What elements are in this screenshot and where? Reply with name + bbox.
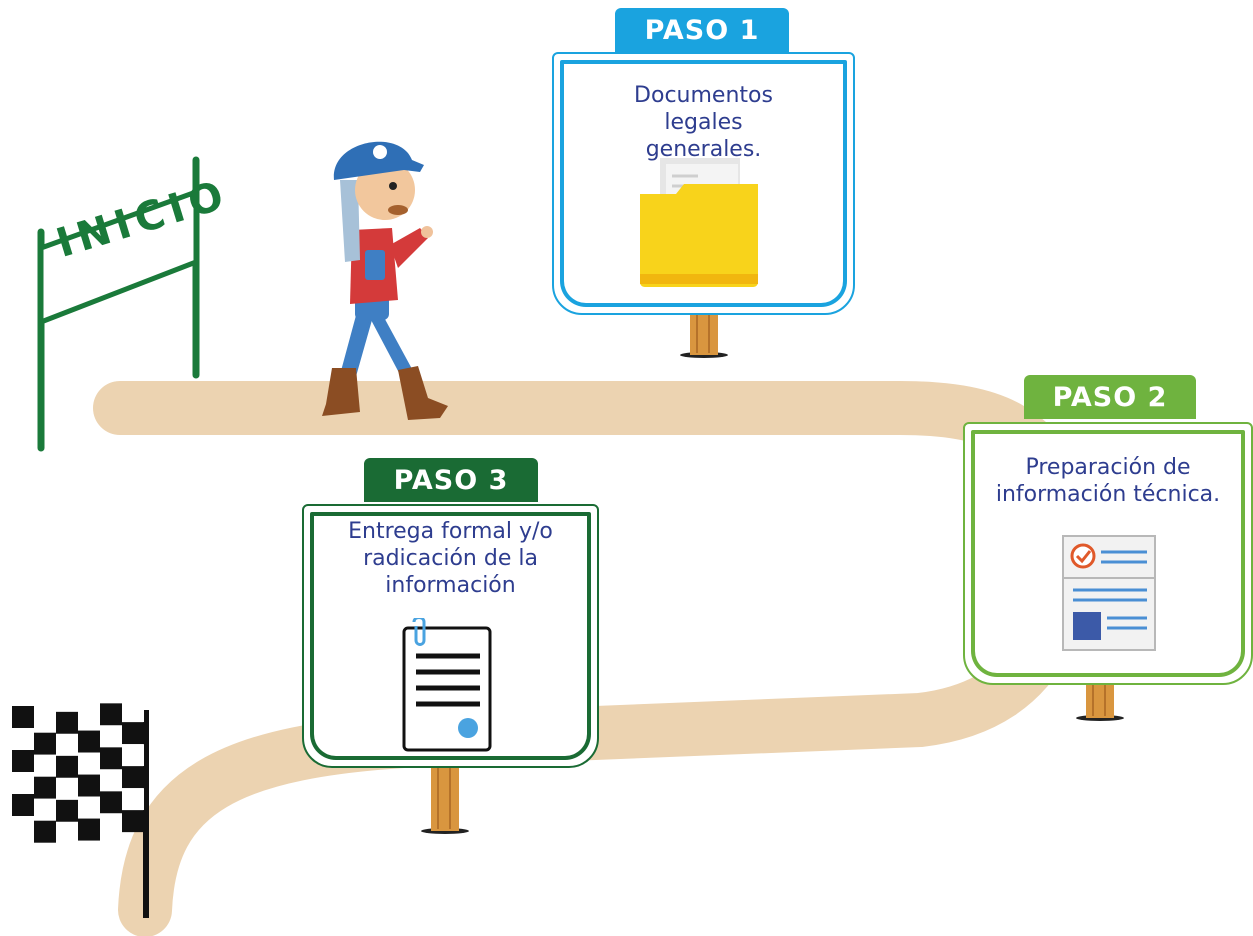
post-paso-1 — [680, 310, 728, 358]
flag-square — [100, 703, 122, 726]
flag-square — [122, 722, 144, 745]
flag-square — [56, 821, 78, 844]
step-2-text: Preparación de información técnica. — [995, 455, 1221, 507]
flag-square — [12, 750, 34, 772]
clipped-document-icon — [402, 618, 492, 752]
folder-icon — [640, 158, 758, 287]
checklist-document-icon — [1062, 535, 1156, 651]
flag-square — [12, 816, 34, 838]
flag-square — [56, 777, 78, 800]
flag-square — [122, 810, 144, 833]
post-paso-3 — [421, 765, 469, 834]
flag-square — [122, 766, 144, 789]
flag-square — [122, 744, 144, 767]
step-3-text: Entrega formal y/o radicación de la info… — [348, 519, 553, 598]
flag-square — [34, 820, 56, 843]
flag-square — [12, 706, 34, 728]
step-3-board: Entrega formal y/o radicación de la info… — [302, 504, 599, 768]
flag-square — [122, 700, 144, 723]
finish-flag-icon — [12, 700, 149, 918]
step-3-tab: PASO 3 — [364, 458, 538, 502]
flag-square — [78, 730, 100, 753]
flag-square — [56, 711, 78, 734]
step-2-tab: PASO 2 — [1024, 375, 1196, 419]
flag-square — [122, 788, 144, 811]
flag-square — [100, 813, 122, 836]
flag-square — [78, 752, 100, 775]
flag-square — [78, 796, 100, 819]
flag-square — [56, 755, 78, 778]
flag-square — [34, 798, 56, 821]
flag-square — [34, 732, 56, 755]
flag-square — [100, 747, 122, 770]
flag-square — [12, 794, 34, 816]
flag-square — [56, 799, 78, 822]
flag-square — [100, 769, 122, 792]
flag-square — [56, 733, 78, 756]
flag-square — [12, 728, 34, 750]
start-gate-icon — [37, 156, 200, 452]
flag-square — [34, 754, 56, 777]
step-2-board: Preparación de información técnica. — [963, 422, 1253, 685]
flag-square — [100, 725, 122, 748]
flag-square — [34, 776, 56, 799]
step-1-board: Documentos legales generales. — [552, 52, 855, 315]
worker-character-illustration — [322, 141, 448, 420]
flag-square — [78, 818, 100, 841]
step-1-tab: PASO 1 — [615, 8, 789, 52]
flag-square — [100, 791, 122, 814]
flag-square — [78, 708, 100, 731]
flag-square — [34, 710, 56, 733]
flag-square — [78, 774, 100, 797]
flag-square — [12, 772, 34, 794]
step-1-text: Documentos legales generales. — [634, 83, 773, 162]
post-paso-2 — [1076, 680, 1124, 721]
